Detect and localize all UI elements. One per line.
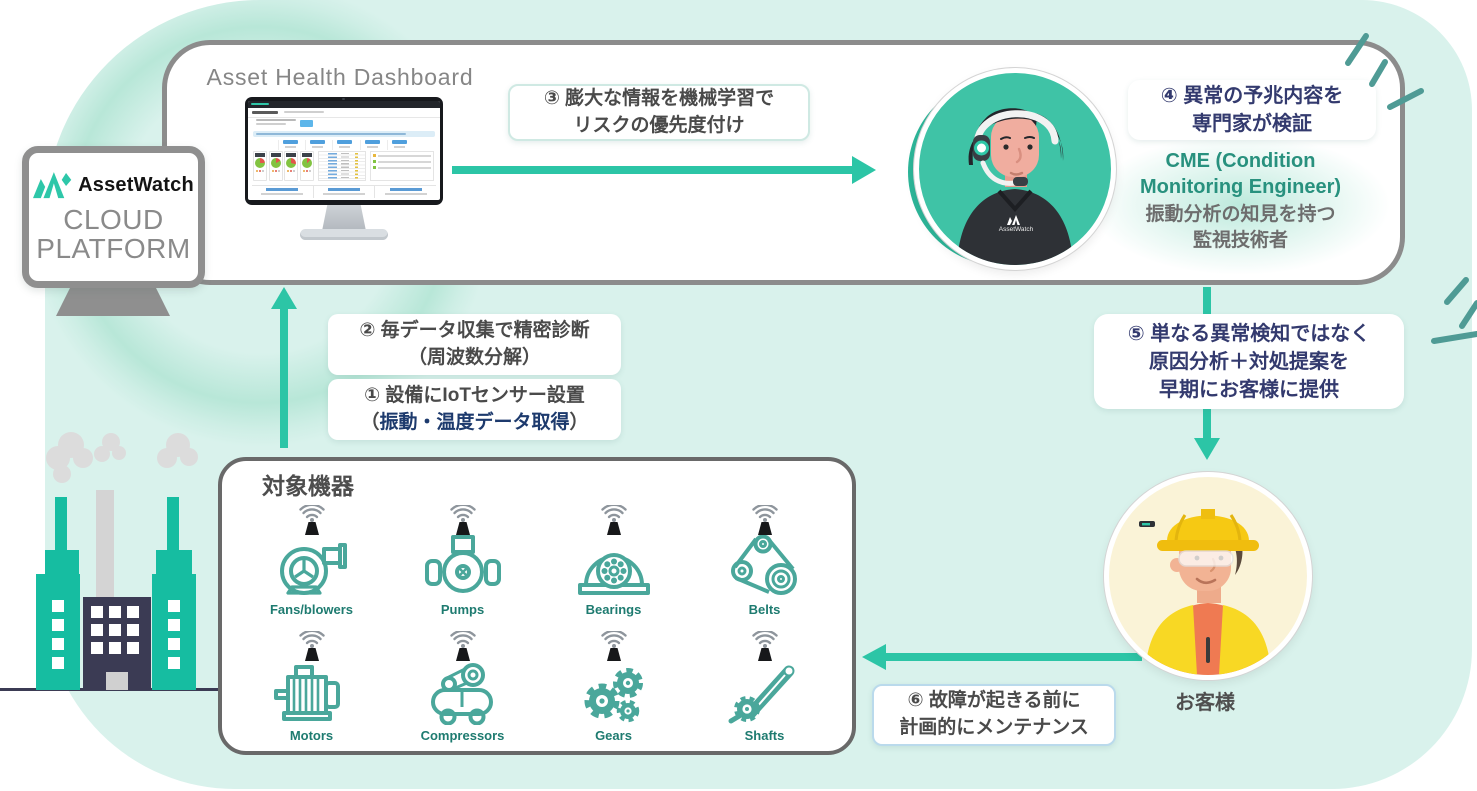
headset-band-icon <box>973 110 1059 149</box>
cme-title: CME (Condition Monitoring Engineer) <box>1139 150 1342 198</box>
step-1-paren-close: ） <box>569 411 589 433</box>
equipment-item-pumps: Pumps <box>387 497 538 623</box>
flow-arrow-left-head <box>862 644 886 670</box>
equipment-item-shafts: Shafts <box>689 623 840 749</box>
iot-sensor-icon <box>600 505 627 535</box>
equipment-label: Shafts <box>744 728 785 743</box>
equipment-label: Pumps <box>440 602 485 617</box>
factory-icon <box>36 432 198 690</box>
flow-arrow-customer-to-equipment <box>884 653 1142 661</box>
equipment-grid: Fans/blowers Pumps <box>236 497 840 749</box>
logo-monitor-stand <box>56 284 170 316</box>
webcam-dot-icon <box>342 98 345 100</box>
equipment-item-fans: Fans/blowers <box>236 497 387 623</box>
customer-person-icon <box>1139 509 1271 675</box>
bearing-icon <box>577 553 650 595</box>
monitor-stand-base <box>300 229 388 240</box>
equipment-item-bearings: Bearings <box>538 497 689 623</box>
pie-card <box>299 151 314 181</box>
dashboard-monitor <box>245 97 443 205</box>
pie-card <box>268 151 283 181</box>
headset-mic-boom-icon <box>980 160 1018 186</box>
cloud-platform-logo: AssetWatch CLOUD PLATFORM <box>22 146 205 288</box>
cme-avatar: AssetWatch <box>914 68 1116 270</box>
dashboard-topbar <box>248 101 440 108</box>
dashboard-blue-button <box>300 120 313 127</box>
belt-icon <box>730 535 797 595</box>
iot-sensor-icon <box>449 505 476 535</box>
fan-icon <box>279 543 347 595</box>
step-1-box: ① 設備にIoTセンサー設置 （振動・温度データ取得） <box>328 379 621 440</box>
safety-glasses-icon <box>1178 550 1234 567</box>
dashboard-title: Asset Health Dashboard <box>206 64 474 90</box>
equipment-label: Belts <box>748 602 781 617</box>
step-1-highlight: 振動・温度データ取得 <box>379 411 570 433</box>
equipment-label: Compressors <box>420 728 505 743</box>
motor-icon <box>273 665 340 721</box>
equipment-label: Fans/blowers <box>269 602 354 617</box>
iot-sensor-icon <box>298 631 325 661</box>
equipment-label: Bearings <box>585 602 642 617</box>
pie-card <box>284 151 298 181</box>
iot-sensor-icon <box>298 505 325 535</box>
dashboard-alert-strip <box>253 131 435 137</box>
cme-subtitle: 振動分析の知見を持つ 監視技術者 <box>1145 204 1336 251</box>
cme-text-glow <box>1090 135 1390 275</box>
step-5-box: ⑤ 単なる異常検知ではなく 原因分析＋対処提案を 早期にお客様に提供 <box>1094 314 1404 409</box>
monitor-stand-neck <box>322 205 366 231</box>
shaft-icon <box>728 665 794 724</box>
step-2-box: ② 毎データ収集で精密診断 （周波数分解） <box>328 314 621 375</box>
iot-sensor-icon <box>449 631 476 661</box>
headset-mic-icon <box>1013 177 1028 186</box>
equipment-title: 対象機器 <box>262 473 354 499</box>
flow-arrow-dashboard-to-cme-head <box>852 156 876 184</box>
step-1-line1: ① 設備にIoTセンサー設置 <box>364 384 585 406</box>
dashboard-notes-panel <box>370 151 434 181</box>
equipment-label: Gears <box>595 728 632 743</box>
equipment-item-motors: Motors <box>236 623 387 749</box>
equipment-item-compressors: Compressors <box>387 623 538 749</box>
step-4-box: ④ 異常の予兆内容を 専門家が検証 <box>1128 80 1376 140</box>
dashboard-navbar <box>248 108 440 118</box>
equipment-item-belts: Belts <box>689 497 840 623</box>
pie-card <box>253 151 267 181</box>
gear-icon <box>584 668 643 723</box>
dashboard-table <box>318 151 366 181</box>
iot-sensor-icon <box>751 631 778 661</box>
customer-label: お客様 <box>1175 692 1235 714</box>
equipment-item-gears: Gears <box>538 623 689 749</box>
step-1-paren-open: （ <box>360 411 380 433</box>
flow-arrow-down-head <box>1194 438 1220 460</box>
logo-platform-text: PLATFORM <box>36 233 191 264</box>
cme-shirt-label: AssetWatch <box>999 226 1034 233</box>
dashboard-footer-links <box>252 185 436 198</box>
logo-brand-text: AssetWatch <box>78 174 194 197</box>
dashboard-screen <box>248 101 440 200</box>
pump-icon <box>424 535 501 593</box>
step-6-box: ⑥ 故障が起きる前に 計画的にメンテナンス <box>872 684 1116 746</box>
compressor-icon <box>430 663 493 725</box>
flow-arrow-up-head <box>271 287 297 309</box>
flow-arrow-dashboard-to-cme <box>452 166 854 174</box>
flow-arrow-equipment-to-cloud <box>280 308 288 448</box>
iot-sensor-icon <box>600 631 627 661</box>
logo-cloud-text: CLOUD <box>63 203 164 235</box>
customer-avatar <box>1104 472 1312 680</box>
step-3-box: ③ 膨大な情報を機械学習で リスクの優先度付け <box>508 84 810 141</box>
assetwatch-mark-icon <box>33 171 72 199</box>
cme-person-icon: AssetWatch <box>957 108 1073 265</box>
iot-sensor-icon <box>751 505 778 535</box>
equipment-label: Motors <box>289 728 334 743</box>
dashboard-stats-row <box>278 140 414 150</box>
